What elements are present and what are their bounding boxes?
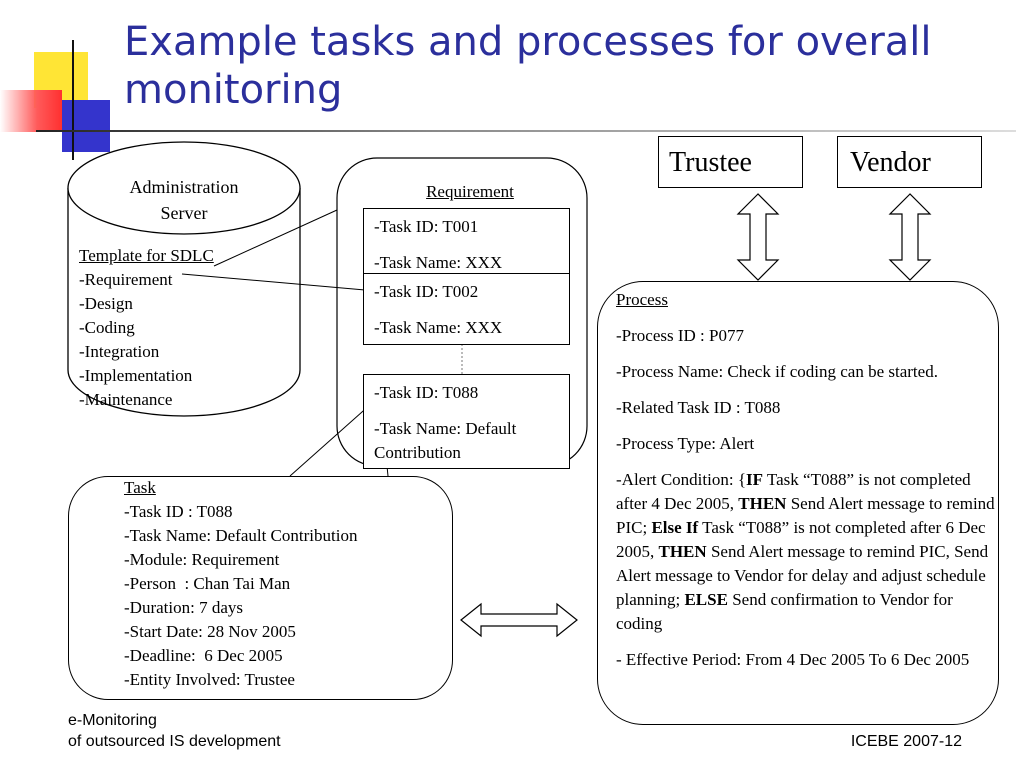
task-id: -Task ID: T002: [374, 282, 479, 301]
deco-blue-square: [62, 100, 110, 152]
sdlc-item: -Design: [79, 294, 133, 313]
deco-horizontal-line: [36, 130, 1016, 132]
task-id: -Task ID: T088: [374, 383, 479, 402]
process-box: [597, 281, 999, 725]
admin-server-title-line1: Administration: [129, 177, 239, 197]
double-arrow-task-process: [460, 602, 578, 638]
keyword-else-if: Else If: [651, 518, 699, 537]
trustee-box: Trustee: [658, 136, 803, 188]
sdlc-item: -Coding: [79, 318, 135, 337]
condition-text: Send Alert message to remind PIC, Send A…: [616, 542, 989, 609]
deco-red-block: [0, 90, 62, 132]
connector-line: [213, 209, 338, 267]
keyword-else: ELSE: [684, 590, 728, 609]
condition-text: Task “T088” is not completed after 6 Dec…: [616, 518, 986, 561]
admin-server-title: Administration Server: [100, 174, 268, 226]
footer-right: ICEBE 2007-12: [850, 733, 962, 750]
sdlc-item: -Integration: [79, 342, 160, 361]
keyword-then: THEN: [738, 494, 787, 513]
footer-left-line1: e-Monitoring: [68, 712, 157, 729]
sdlc-template-heading: Template for SDLC: [79, 246, 214, 265]
connector-line: [181, 273, 366, 291]
double-arrow-trustee: [736, 193, 780, 281]
task-detail-line: -Start Date: 28 Nov 2005: [124, 622, 296, 641]
keyword-if: IF: [745, 470, 763, 489]
task-detail-text: Task -Task ID : T088 -Task Name: Default…: [124, 476, 444, 692]
sdlc-item: -Requirement: [79, 270, 173, 289]
sdlc-item: -Maintenance: [79, 390, 173, 409]
task-detail-line: -Duration: 7 days: [124, 598, 243, 617]
task-card-t002: -Task ID: T002 -Task Name: XXX: [363, 273, 570, 345]
task-detail-box: [68, 476, 453, 700]
process-related-task: -Related Task ID : T088: [616, 398, 781, 417]
task-card-t088: -Task ID: T088 -Task Name: Default Contr…: [363, 374, 570, 469]
sdlc-item: -Implementation: [79, 366, 193, 385]
task-detail-line: -Task ID : T088: [124, 502, 233, 521]
process-name: -Process Name: Check if coding can be st…: [616, 362, 938, 381]
condition-text: Task “T088” is not completed after 4 Dec…: [616, 470, 971, 513]
task-card-t001: -Task ID: T001 -Task Name: XXX: [363, 208, 570, 280]
task-detail-line: -Task Name: Default Contribution: [124, 526, 358, 545]
process-heading: Process: [616, 290, 668, 309]
task-detail-line: -Deadline: 6 Dec 2005: [124, 646, 283, 665]
process-id: -Process ID : P077: [616, 326, 744, 345]
task-detail-line: -Entity Involved: Trustee: [124, 670, 295, 689]
process-effective-period: - Effective Period: From 4 Dec 2005 To 6…: [616, 650, 970, 669]
keyword-then: THEN: [658, 542, 707, 561]
task-detail-line: -Module: Requirement: [124, 550, 280, 569]
footer-left: e-Monitoring of outsourced IS developmen…: [68, 710, 388, 752]
condition-text: Send confirmation to Vendor for coding: [616, 590, 953, 633]
double-arrow-vendor: [888, 193, 932, 281]
process-alert-condition: -Alert Condition: {IF Task “T088” is not…: [616, 468, 1000, 636]
vendor-box: Vendor: [837, 136, 982, 188]
task-name: -Task Name: XXX: [374, 318, 503, 337]
admin-server-title-line2: Server: [160, 203, 208, 223]
condition-text: Send Alert message to remind PIC;: [616, 494, 995, 537]
task-id: -Task ID: T001: [374, 217, 479, 236]
slide-title: Example tasks and processes for overall …: [124, 19, 932, 113]
sdlc-template: Template for SDLC -Requirement -Design -…: [79, 244, 259, 412]
process-text: Process -Process ID : P077 -Process Name…: [616, 288, 1000, 672]
task-name: -Task Name: XXX: [374, 253, 503, 272]
condition-text: -Alert Condition: {: [616, 470, 746, 489]
footer-left-line2: of outsourced IS development: [68, 733, 281, 750]
task-detail-heading: Task: [124, 478, 156, 497]
requirement-heading: Requirement: [426, 182, 514, 201]
deco-vertical-line: [72, 40, 74, 160]
task-name: -Task Name: Default Contribution: [374, 419, 517, 462]
process-type: -Process Type: Alert: [616, 434, 755, 453]
admin-server-cylinder: [67, 141, 301, 417]
task-detail-line: -Person : Chan Tai Man: [124, 574, 291, 593]
